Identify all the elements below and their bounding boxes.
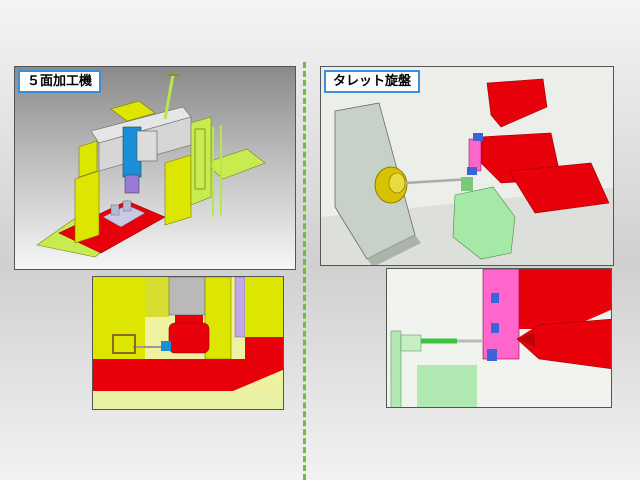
five-face-machine-detail-view (92, 276, 284, 410)
turret-lathe-detail-view (386, 268, 612, 408)
turret-lathe-detail-illustration (387, 269, 611, 407)
turret-lathe-illustration (321, 67, 613, 265)
five-face-machine-main-view: ５面加工機 (14, 66, 296, 270)
turret-lathe-label: タレット旋盤 (324, 70, 421, 93)
five-face-machine-label: ５面加工機 (18, 70, 102, 93)
section-divider (303, 62, 306, 480)
five-face-machine-illustration (15, 67, 295, 269)
turret-lathe-main-view: タレット旋盤 (320, 66, 614, 266)
five-face-detail-illustration (93, 277, 283, 409)
